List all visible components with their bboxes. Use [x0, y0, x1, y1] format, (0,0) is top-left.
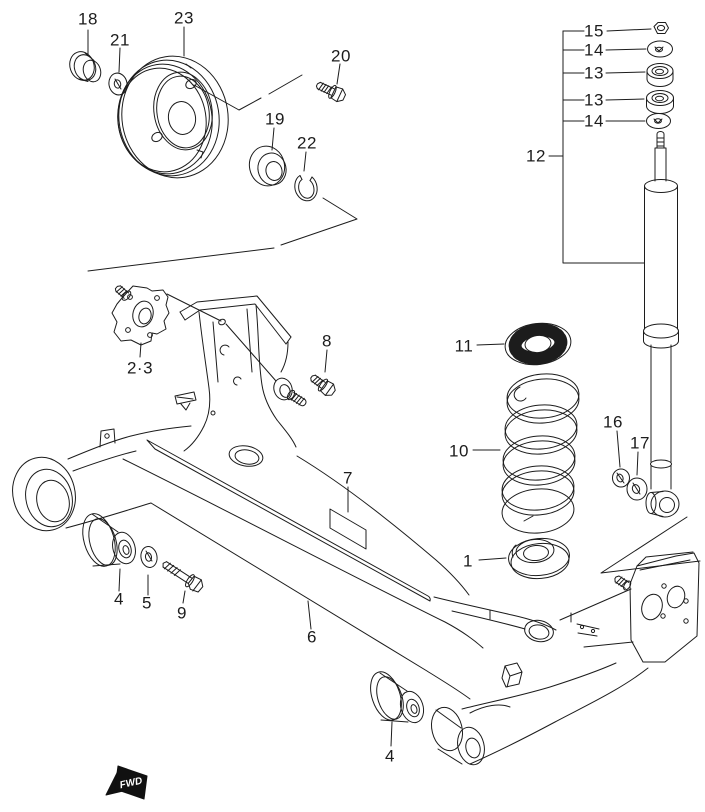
axle-beam [12, 391, 649, 766]
callout-labels: 18 21 23 20 19 22 15 14 13 13 14 12 2·3 … [78, 9, 650, 766]
part-label-21: 21 [110, 31, 130, 50]
part-label-22: 22 [297, 134, 317, 153]
part-label-19: 19 [265, 110, 285, 129]
part-label-13-upper: 13 [584, 64, 604, 83]
washer-5 [140, 546, 158, 568]
wheel-bearing [248, 145, 287, 187]
part-label-4-front: 4 [114, 590, 124, 609]
snap-ring [294, 175, 318, 202]
washer-14-upper [647, 40, 673, 58]
part-label-18: 18 [78, 10, 98, 29]
nut-15 [653, 22, 669, 34]
washer-16 [612, 468, 630, 488]
part-label-12: 12 [526, 147, 546, 166]
washer-14-lower [646, 113, 671, 129]
bolt-20 [315, 81, 347, 103]
part-label-16: 16 [603, 413, 623, 432]
part-label-17: 17 [630, 434, 650, 453]
bushing-13-upper [646, 63, 674, 87]
part-label-6: 6 [307, 628, 317, 647]
part-label-20: 20 [331, 47, 351, 66]
part-label-10: 10 [449, 442, 469, 461]
part-label-11: 11 [455, 337, 474, 356]
fwd-marker-label: FWD [119, 776, 144, 792]
spring-upper-seat [504, 322, 572, 366]
part-label-4-rear: 4 [385, 747, 395, 766]
bolt-9 [162, 561, 204, 593]
part-label-8: 8 [322, 332, 332, 351]
spring-lower-seat [508, 537, 570, 580]
bolt-8 [310, 374, 336, 396]
fwd-direction-marker: FWD [105, 765, 148, 800]
part-label-23: 23 [174, 9, 194, 28]
hub-cap [69, 51, 102, 83]
shock-absorber [643, 131, 680, 518]
suspension-bracket [179, 295, 307, 452]
part-label-13-lower: 13 [584, 91, 604, 110]
bushing-4-front [82, 513, 136, 567]
washer-21 [108, 72, 128, 96]
part-label-5: 5 [142, 594, 152, 613]
brake-drum [117, 55, 229, 179]
part-label-14-lower: 14 [584, 112, 604, 131]
leader-lines [87, 26, 701, 747]
coil-spring [501, 373, 580, 534]
part-label-9: 9 [177, 604, 187, 623]
part-label-2-3: 2·3 [127, 359, 153, 378]
part-label-14-upper: 14 [584, 41, 604, 60]
axle-end-bracket [614, 551, 700, 663]
spindle-assembly [111, 285, 170, 346]
part-label-1: 1 [463, 552, 473, 571]
part-label-15: 15 [584, 22, 604, 41]
bushing-13-lower [646, 90, 674, 114]
diagram-line-art [12, 22, 701, 766]
bushing-4-rear [370, 671, 425, 724]
fwd-flag-icon [114, 765, 148, 800]
washer-17 [626, 477, 648, 501]
label-tag [329, 508, 367, 550]
part-label-7: 7 [343, 469, 353, 488]
